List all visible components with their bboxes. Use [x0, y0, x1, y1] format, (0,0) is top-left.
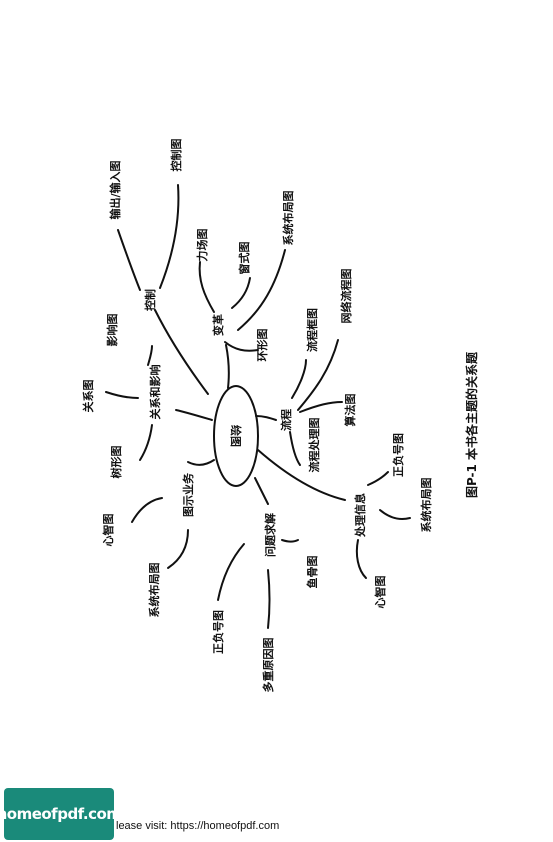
node-biz-graphic: 图示业务	[181, 472, 195, 517]
branch-info-system	[379, 509, 411, 520]
branch-change-window	[231, 277, 251, 309]
node-problem-solving: 问题求解	[263, 513, 277, 557]
branch-center-problem	[254, 477, 269, 505]
node-system-layout-b: 系统布局图	[147, 563, 161, 618]
figure-caption: 图P-1 本书各主题的关系题	[464, 351, 479, 498]
branch-center-change	[225, 344, 230, 389]
node-io-chart: 输出/输入图	[108, 160, 122, 219]
branch-relation-tree	[139, 424, 153, 461]
branch-relation-relationchart	[105, 391, 139, 399]
branch-info-mindmap	[355, 539, 367, 579]
node-system-layout-c: 系统布局图	[419, 478, 433, 533]
branch-problem-fishbone	[281, 539, 299, 543]
branch-center-info	[257, 449, 346, 501]
branch-center-relation	[175, 409, 213, 421]
branch-process-algorithm	[299, 401, 343, 413]
branch-problem-multicause	[267, 569, 271, 629]
node-relation-chart: 关系图	[81, 380, 95, 413]
branch-control-io	[117, 229, 141, 291]
branch-process-network	[297, 339, 339, 411]
node-relation-impact: 关系和影响	[148, 365, 162, 420]
node-algorithm-chart: 算法图	[343, 394, 357, 428]
visit-link-text[interactable]: lease visit: https://homeofpdf.com	[116, 820, 280, 832]
node-impact-chart: 影响图	[105, 314, 119, 347]
center-node-label: 绘图	[229, 425, 243, 447]
node-plus-minus-b: 正负号图	[391, 433, 405, 477]
node-window-chart: 窗式图	[237, 242, 251, 275]
branch-info-plusminus	[367, 471, 389, 486]
node-info-handling: 处理信息	[353, 493, 367, 538]
node-process-handling: 流程处理图	[307, 418, 321, 473]
branch-center-biz	[187, 459, 215, 466]
branch-change-forcefield	[198, 261, 215, 313]
node-force-field: 力场图	[195, 229, 209, 262]
node-process: 流程	[279, 409, 293, 431]
node-plus-minus-a: 正负号图	[211, 610, 225, 654]
branch-change-ring	[224, 341, 259, 352]
branch-lines	[105, 184, 411, 629]
node-system-layout-a: 系统布局图	[281, 191, 295, 246]
branch-relation-impact	[147, 345, 153, 366]
branch-process-handling	[289, 431, 301, 466]
node-flowchart: 流程框图	[305, 308, 319, 352]
node-control-chart: 控制图	[169, 139, 183, 172]
node-mind-map-a: 心智图	[101, 514, 115, 547]
homeofpdf-logo[interactable]: homeofpdf.com	[0, 788, 122, 840]
branch-center-control	[154, 309, 209, 395]
node-mind-map-b: 心智图	[373, 576, 387, 609]
node-ring-chart: 环形图	[256, 329, 269, 362]
branch-biz-mindmap	[131, 497, 163, 523]
node-control: 控制	[143, 289, 157, 311]
branch-problem-plusminus	[217, 543, 245, 601]
branch-control-controlchart	[159, 184, 180, 289]
node-multi-cause: 多重原因图	[261, 638, 275, 693]
node-change: 变革	[211, 314, 225, 336]
branch-change-system	[237, 249, 286, 331]
center-node-ellipse	[213, 385, 259, 487]
branch-biz-system	[167, 529, 189, 569]
branch-process-flowchart	[291, 359, 307, 399]
branch-center-process	[255, 415, 277, 421]
node-tree-chart: 树形图	[109, 446, 123, 479]
node-network-flow: 网络流程图	[339, 269, 353, 324]
logo-text: homeofpdf.com	[0, 805, 122, 823]
node-fishbone: 鱼骨图	[305, 556, 319, 589]
diagram-labels: 绘图 控制 输出/输入图 控制图 变革 力场图 窗式图 系统布局图 环形图 关系…	[81, 139, 479, 693]
